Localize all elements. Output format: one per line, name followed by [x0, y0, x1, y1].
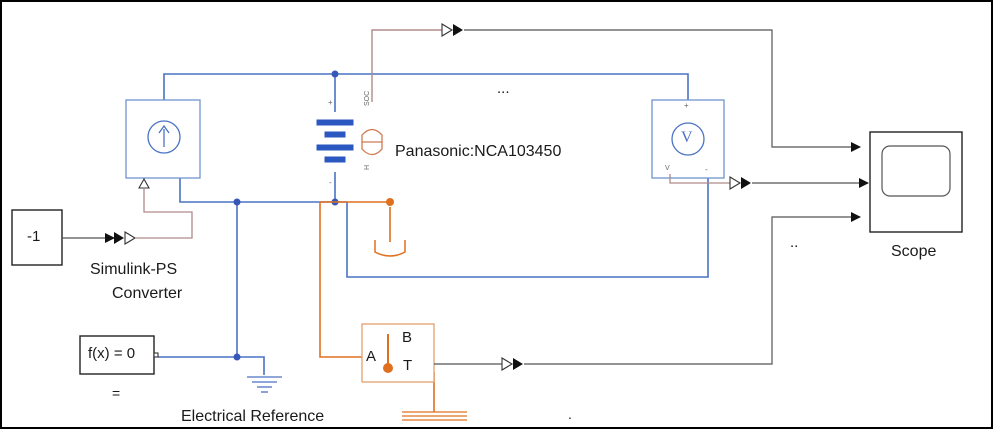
- battery-port-h: H: [364, 164, 372, 171]
- wire-mid-bus[interactable]: [179, 178, 347, 203]
- solver-block[interactable]: [79, 335, 159, 375]
- soc-signal-line[interactable]: [371, 29, 442, 102]
- thermal-port-b: B: [402, 329, 413, 346]
- thermal-port-a: A: [366, 348, 377, 365]
- battery-sensor-block[interactable]: [361, 128, 383, 156]
- voltage-sensor-port-v: V: [665, 165, 670, 172]
- converter-to-source[interactable]: [136, 188, 193, 239]
- junction-ref: [233, 353, 241, 361]
- temperature-ps-converter[interactable]: [501, 357, 523, 371]
- solver-label: f(x) = 0: [88, 345, 136, 362]
- input-ps-converter[interactable]: [114, 231, 137, 245]
- voltage-sensor-symbol: V: [681, 129, 693, 146]
- voltage-sensor-minus: -: [705, 165, 708, 174]
- scope-label: Scope: [891, 243, 937, 260]
- thermal-reference-cup[interactable]: [374, 240, 406, 257]
- current-source-input-port: [138, 177, 150, 189]
- converter-label-line1: Simulink-PS: [90, 261, 178, 278]
- voltage-sensor-plus: +: [684, 101, 689, 110]
- constant-value: -1: [27, 228, 41, 245]
- thermal-reference-symbol[interactable]: [402, 411, 467, 421]
- soc-to-scope[interactable]: [464, 29, 861, 152]
- battery-label: Panasonic:NCA103450: [395, 143, 562, 160]
- wire-top-bus[interactable]: [163, 73, 689, 100]
- solver-subtext: =: [112, 385, 121, 401]
- voltage-ps-converter[interactable]: [729, 176, 751, 190]
- scope-block[interactable]: [869, 131, 963, 233]
- current-source-block[interactable]: [125, 99, 201, 189]
- battery-plus-label: +: [328, 98, 333, 107]
- battery-port-soc: SOC: [364, 90, 371, 106]
- annotation-ellipsis: ...: [497, 80, 510, 97]
- battery-minus-label: -: [329, 178, 332, 187]
- wire-sensor-minus[interactable]: [346, 178, 709, 278]
- converter-label-line2: Converter: [112, 285, 183, 302]
- voltage-signal-line[interactable]: [669, 174, 730, 184]
- temperature-to-scope[interactable]: [524, 212, 861, 365]
- electrical-wires: [158, 73, 709, 375]
- battery-block[interactable]: [316, 119, 354, 163]
- junction-mid: [233, 198, 241, 206]
- soc-ps-converter[interactable]: [441, 23, 463, 37]
- annotation-dot: .: [568, 406, 572, 422]
- temperature-sensor-block[interactable]: [361, 323, 435, 383]
- thermal-port-t: T: [403, 357, 413, 374]
- electrical-reference-label: Electrical Reference: [181, 408, 325, 425]
- junction-thermal: [386, 198, 394, 206]
- junction-top: [331, 70, 339, 78]
- voltage-sensor-block[interactable]: [651, 99, 725, 179]
- wire-solver-ground[interactable]: [158, 356, 265, 375]
- wire-thermal-h[interactable]: [319, 201, 390, 358]
- constant-block[interactable]: [11, 209, 63, 266]
- electrical-reference-symbol[interactable]: [247, 376, 282, 393]
- annotation-double-dot: ..: [790, 234, 799, 251]
